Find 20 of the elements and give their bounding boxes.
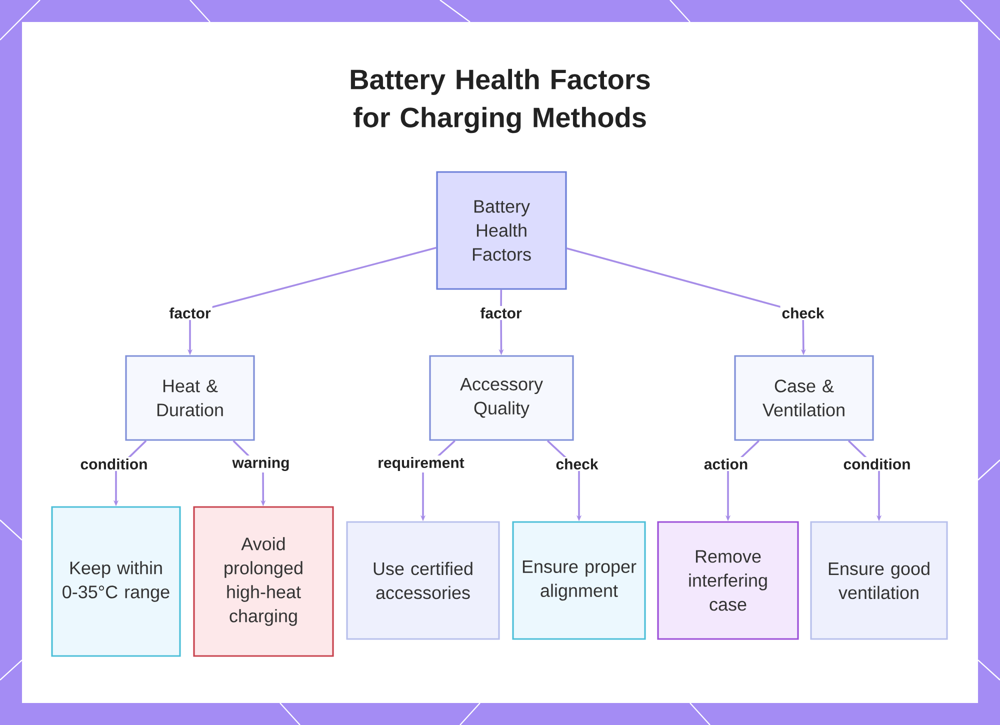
edge-label: requirement [376, 456, 466, 472]
edge-label: warning [230, 455, 292, 473]
item-box: Ensure proper alignment [512, 521, 646, 640]
title: Battery Health Factors for Charging Methods [350, 68, 650, 134]
category-box: Accessory Quality [429, 355, 574, 441]
item-box: Avoid prolonged high-heat charging [193, 506, 334, 657]
edge-label: action [702, 457, 750, 472]
item-box: Use certified accessories [346, 521, 500, 640]
category-box: Case & Ventilation [734, 355, 874, 441]
root-box: Battery Health Factors [436, 171, 567, 290]
edge-label: check [554, 457, 600, 472]
edge-label: condition [78, 457, 150, 472]
item-box: Remove interfering case [657, 521, 799, 640]
edge-label: factor [168, 306, 212, 320]
edge-label: factor [478, 306, 524, 320]
edge-label: check [780, 306, 826, 320]
item-box: Keep within 0-35°C range [51, 506, 181, 657]
edge-label: condition [842, 457, 912, 472]
item-box: Ensure good ventilation [810, 521, 948, 640]
category-box: Heat & Duration [125, 355, 255, 441]
